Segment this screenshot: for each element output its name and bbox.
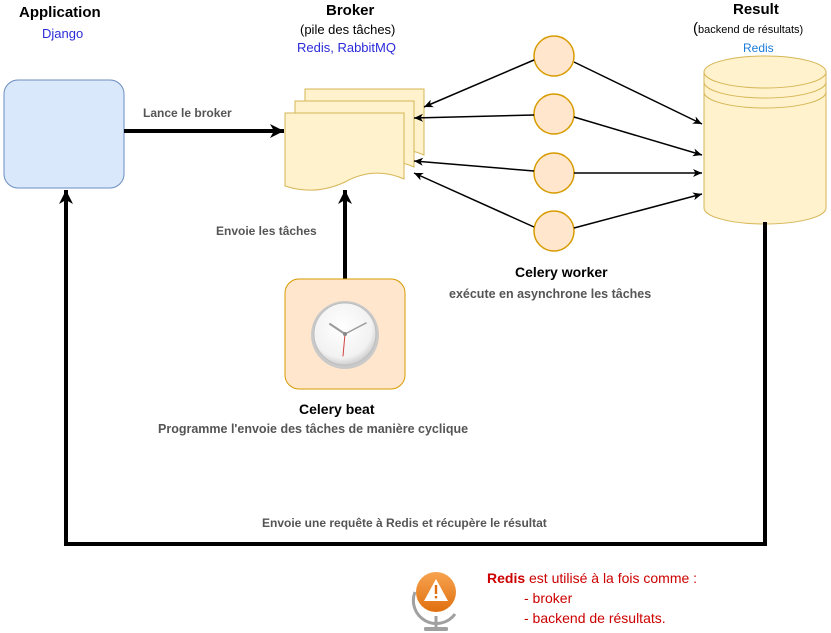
worker-circle xyxy=(533,35,575,77)
broker-title: Broker xyxy=(326,2,375,19)
worker-circle xyxy=(533,152,575,194)
worker-circle xyxy=(533,210,575,252)
redis-note-item-backend: - backend de résultats. xyxy=(524,610,666,626)
result-title: Result xyxy=(733,1,779,18)
application-title: Application xyxy=(19,4,101,21)
result-database xyxy=(703,55,827,225)
result-subtitle: (backend de résultats) xyxy=(693,20,803,37)
result-subtitle-text: backend de résultats) xyxy=(698,24,804,36)
broker-tech: Redis, RabbitMQ xyxy=(297,40,396,55)
worker-to-broker-arrows xyxy=(413,59,535,228)
application-box xyxy=(3,79,125,189)
launch-broker-label: Lance le broker xyxy=(143,106,232,120)
application-framework: Django xyxy=(42,26,84,41)
beat-title: Celery beat xyxy=(299,401,375,417)
result-subtitle-paren: ( xyxy=(693,20,698,37)
worker-to-result-arrows xyxy=(573,61,703,229)
worker-title: Celery worker xyxy=(515,264,608,280)
request-result-arrow xyxy=(59,190,767,546)
redis-note-item-broker: - broker xyxy=(524,590,573,606)
warning-globe-icon xyxy=(411,572,457,631)
worker-subtitle: exécute en asynchrone les tâches xyxy=(449,287,652,301)
beat-subtitle: Programme l'envoie des tâches de manière… xyxy=(158,422,469,436)
celery-workers xyxy=(533,35,575,252)
clock-icon xyxy=(311,301,379,369)
broker-document-stack xyxy=(284,88,425,191)
redis-note-highlight: Redis xyxy=(487,570,526,586)
redis-note-text: est utilisé à la fois comme : xyxy=(525,570,698,586)
send-tasks-label: Envoie les tâches xyxy=(216,224,317,238)
worker-circle xyxy=(533,93,575,135)
broker-subtitle: (pile des tâches) xyxy=(300,22,396,37)
result-tech: Redis xyxy=(743,41,774,55)
redis-note: Redis est utilisé à la fois comme : xyxy=(487,570,697,586)
request-result-label: Envoie une requête à Redis et récupère l… xyxy=(262,516,547,530)
